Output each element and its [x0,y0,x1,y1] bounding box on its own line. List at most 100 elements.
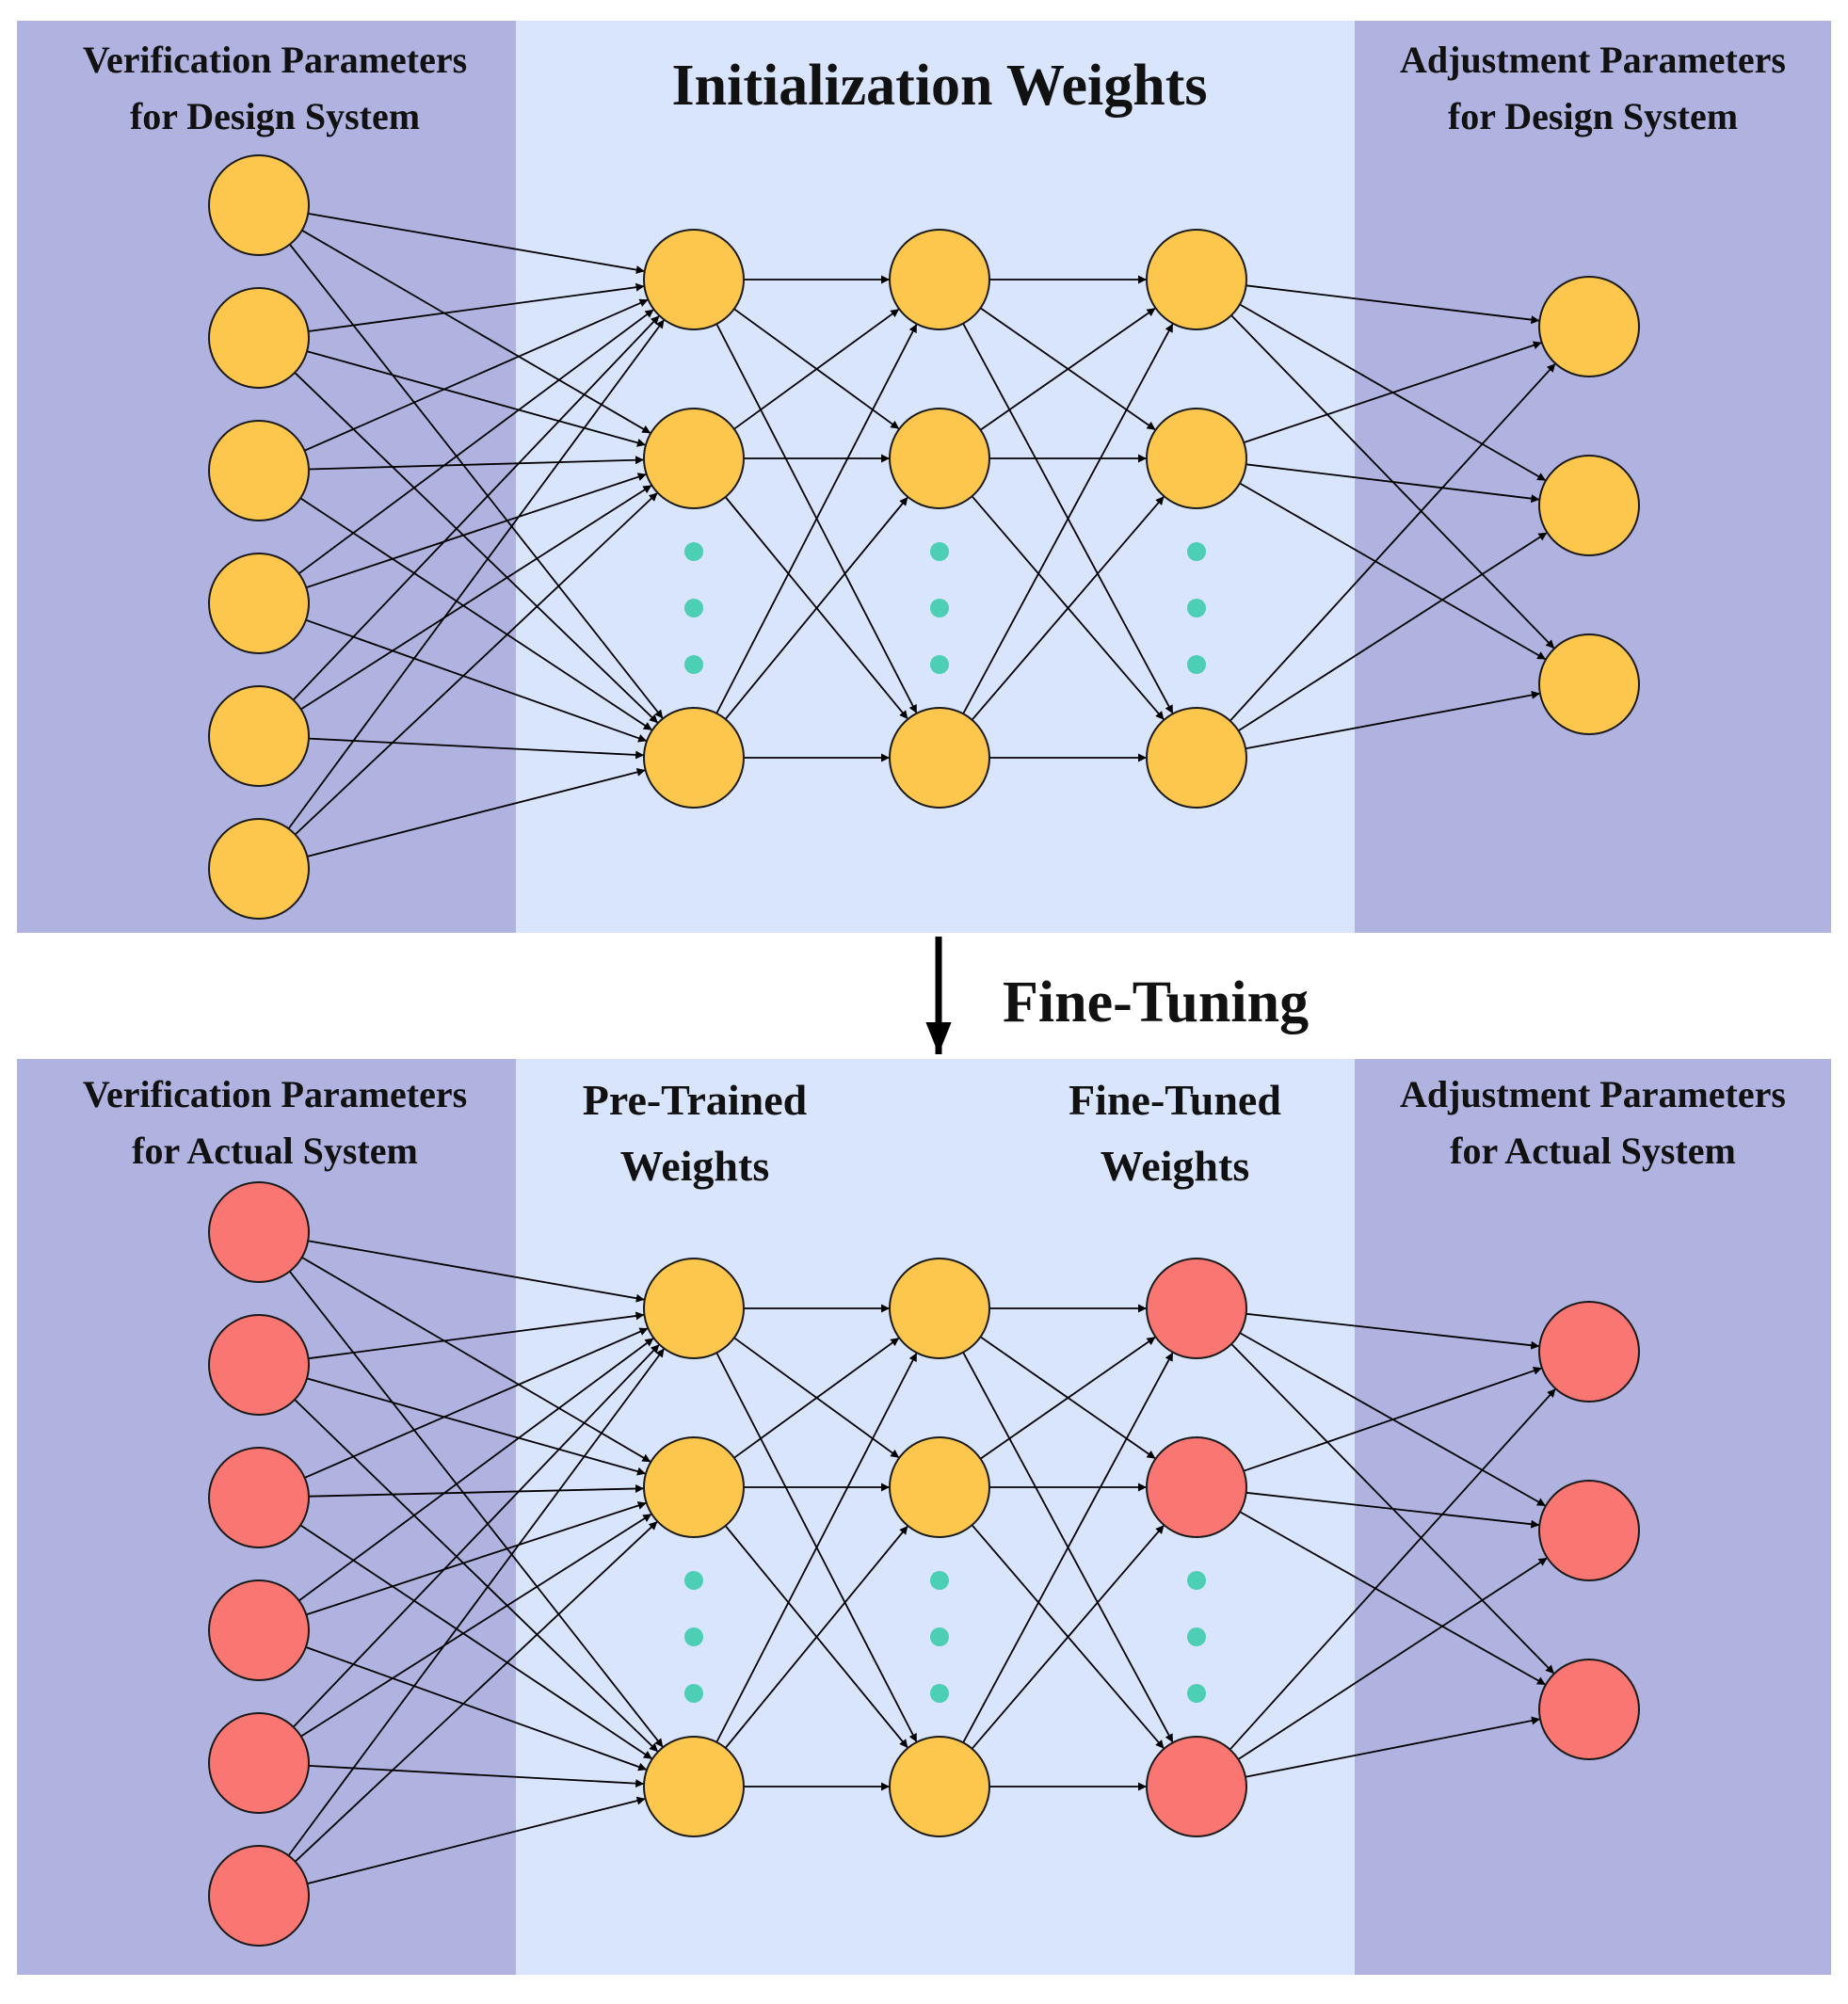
bottom-edge-l2-1-0 [979,1336,1157,1460]
top-edge-l3-2-0 [1229,362,1556,722]
top-edge-l0-0-0 [308,213,645,275]
top-edge-l0-2-0 [304,298,649,452]
bottom-edge-l1-2-0 [715,1352,918,1743]
top-ellipsis-dot-2-1 [930,599,949,617]
top-hidden-node-3-2 [1146,707,1247,809]
top-edge-l3-1-1 [1245,463,1540,504]
finetuned-weights-label-line2: Weights [1100,1142,1250,1190]
bottom-input-label-line2: for Actual System [132,1130,418,1172]
bottom-ellipsis-dot-2-0 [930,1571,949,1590]
bottom-hidden-node-3-0 [1146,1258,1247,1359]
top-edge-l0-2-2 [299,497,653,731]
bottom-edge-l0-4-2 [308,1765,645,1788]
top-edge-l3-2-2 [1245,690,1541,750]
bottom-edge-l0-1-1 [306,1377,647,1476]
top-ellipsis-dot-1-0 [684,542,703,561]
bottom-input-node-0-4 [208,1712,310,1814]
bottom-edge-l2-2-1 [971,1524,1165,1750]
top-edge-l2-2-1 [971,495,1165,721]
bottom-edge-l0-0-0 [308,1240,645,1303]
top-hidden-node-2-2 [889,707,990,809]
bottom-edge-l0-2-0 [304,1327,649,1479]
bottom-edge-l3-2-0 [1229,1387,1557,1751]
bottom-hidden-node-2-0 [889,1258,990,1359]
bottom-output-label: Adjustment Parameters for Actual System [1355,1066,1831,1179]
top-input-node-0-1 [208,287,310,389]
top-hidden-node-2-1 [889,408,990,509]
bottom-input-label: Verification Parameters for Actual Syste… [17,1066,533,1179]
top-ellipsis-dot-1-2 [684,655,703,674]
bottom-ellipsis-dot-1-1 [684,1627,703,1646]
bottom-edge-l0-0-1 [301,1257,651,1463]
pretrained-weights-label-line2: Weights [619,1142,770,1190]
top-hidden-node-1-1 [643,408,745,509]
top-hidden-node-2-0 [889,229,990,330]
top-hidden-node-1-0 [643,229,745,330]
bottom-edge-l0-2-1 [308,1484,645,1498]
bottom-input-node-0-5 [208,1845,310,1947]
fine-tuning-label: Fine-Tuning [1003,970,1310,1034]
top-edge-l3-0-0 [1245,284,1540,325]
bottom-input-node-0-2 [208,1447,310,1548]
top-edge-l0-5-1 [294,491,659,836]
bottom-hidden-node-2-2 [889,1736,990,1837]
bottom-edge-l0-5-1 [294,1520,659,1863]
top-edge-l0-4-2 [308,737,645,760]
top-input-label-line2: for Design System [129,95,421,137]
top-output-label: Adjustment Parameters for Design System [1355,32,1831,145]
top-section-title: Initialization Weights [671,54,1208,118]
bottom-edge-l3-2-1 [1237,1557,1549,1760]
top-edge-l1-2-1 [724,496,909,720]
top-edge-l0-1-1 [306,350,647,447]
top-edge-l0-1-2 [294,372,659,724]
top-input-node-0-5 [208,818,310,920]
top-edge-l0-3-1 [306,473,647,589]
top-edge-l0-0-2 [289,244,664,719]
top-edge-l0-1-0 [308,282,645,332]
bottom-edge-l3-1-1 [1245,1491,1540,1529]
top-ellipsis-dot-3-1 [1187,599,1206,617]
bottom-edge-l0-1-0 [308,1311,645,1360]
bottom-edge-l0-4-1 [300,1513,652,1738]
bottom-edge-l2-2-0 [962,1352,1174,1743]
bottom-edge-l3-0-0 [1245,1312,1540,1350]
top-edge-l3-1-2 [1239,482,1547,661]
bottom-hidden-node-3-1 [1146,1436,1247,1538]
bottom-hidden-node-1-1 [643,1436,745,1538]
top-output-node-4-1 [1538,455,1640,556]
bottom-ellipsis-dot-3-2 [1187,1684,1206,1703]
bottom-edge-l0-5-2 [307,1796,646,1884]
bottom-edge-l3-1-2 [1239,1511,1547,1686]
bottom-edge-l1-1-0 [733,1337,900,1459]
top-edge-l0-3-0 [297,308,655,575]
top-ellipsis-dot-2-2 [930,655,949,674]
bottom-ellipsis-dot-2-2 [930,1684,949,1703]
bottom-edge-l0-0-2 [288,1271,665,1748]
top-output-node-4-0 [1538,276,1640,377]
bottom-edge-l1-2-1 [724,1525,909,1749]
bottom-edge-l0-2-2 [299,1524,653,1760]
pretrained-weights-label: Pre-Trained Weights [516,1067,874,1199]
top-hidden-node-3-1 [1146,408,1247,509]
bottom-hidden-node-3-2 [1146,1736,1247,1837]
bottom-output-label-line2: for Actual System [1450,1130,1736,1172]
bottom-edge-l0-3-0 [298,1337,654,1602]
top-edge-l1-2-0 [715,323,918,714]
bottom-output-node-4-1 [1538,1480,1640,1581]
bottom-edge-l0-5-0 [287,1348,666,1856]
top-input-label: Verification Parameters for Design Syste… [17,32,533,145]
bottom-hidden-node-1-0 [643,1258,745,1359]
bottom-ellipsis-dot-2-1 [930,1627,949,1646]
top-output-label-line1: Adjustment Parameters [1400,39,1786,81]
top-ellipsis-dot-3-2 [1187,655,1206,674]
bottom-edge-l0-3-2 [305,1646,648,1772]
bottom-input-label-line1: Verification Parameters [82,1073,468,1115]
top-input-node-0-4 [208,685,310,787]
bottom-edge-l3-1-0 [1243,1366,1543,1472]
top-edge-l3-2-1 [1238,531,1548,732]
top-edge-l3-1-0 [1243,341,1543,443]
top-edge-l2-2-0 [962,323,1174,714]
bottom-ellipsis-dot-3-1 [1187,1627,1206,1646]
